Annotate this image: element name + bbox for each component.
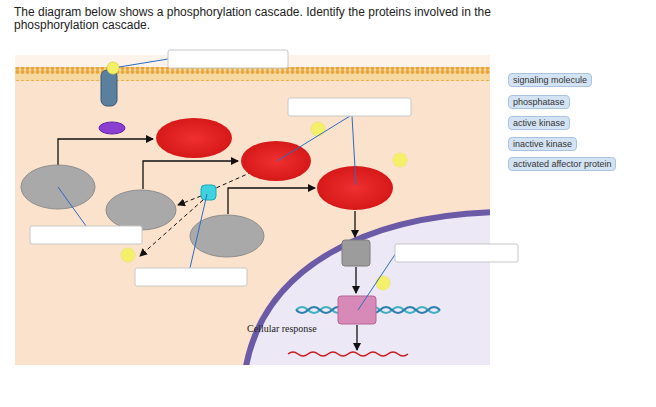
inactive-affector <box>342 240 370 266</box>
inactive-kinase <box>106 190 176 230</box>
answer-box <box>168 50 288 68</box>
word-bank-chip: signaling molecule <box>508 73 592 87</box>
leader-line <box>352 116 356 185</box>
leader-line <box>119 59 168 67</box>
activation-arrow <box>228 188 315 214</box>
phosphatase-shape <box>201 185 216 200</box>
word-bank-chip: active kinase <box>508 116 570 130</box>
leader-line <box>58 187 86 226</box>
activation-arrow <box>58 139 153 165</box>
arrow <box>354 211 355 237</box>
dephosphorylation-arrow <box>178 196 201 205</box>
answer-box <box>395 244 518 262</box>
arrow <box>356 325 357 350</box>
response-label: Cellular response <box>247 323 317 334</box>
relay-protein <box>99 122 125 134</box>
membrane-lipids <box>15 67 490 81</box>
phosphate <box>393 153 407 167</box>
question-title: The diagram below shows a phosphorylatio… <box>14 6 539 32</box>
leader-line <box>277 116 350 161</box>
answer-box <box>30 226 142 244</box>
chip-text: phosphatase <box>513 97 565 107</box>
membrane <box>15 67 490 81</box>
chip-text: signaling molecule <box>513 75 587 85</box>
word-bank-chip: activated affector protein <box>508 157 616 171</box>
phosphate <box>121 248 135 262</box>
leader-line <box>358 253 396 310</box>
word-bank-chip: inactive kinase <box>508 137 577 151</box>
active-kinase <box>156 118 232 158</box>
chip-text: activated affector protein <box>513 159 611 169</box>
dashed-line <box>216 172 252 188</box>
activated-affector <box>338 296 376 324</box>
receptor <box>101 70 117 106</box>
word-bank-chip: phosphatase <box>508 95 570 109</box>
leader-line <box>190 194 207 268</box>
mrna <box>288 352 408 356</box>
answer-box <box>288 98 411 116</box>
nucleus <box>245 212 490 365</box>
ligand <box>107 62 119 74</box>
answer-box <box>135 268 247 286</box>
chip-text: active kinase <box>513 118 565 128</box>
phosphate <box>376 276 390 290</box>
arrow <box>355 267 356 293</box>
phosphate <box>311 122 325 136</box>
chip-text: inactive kinase <box>513 139 572 149</box>
